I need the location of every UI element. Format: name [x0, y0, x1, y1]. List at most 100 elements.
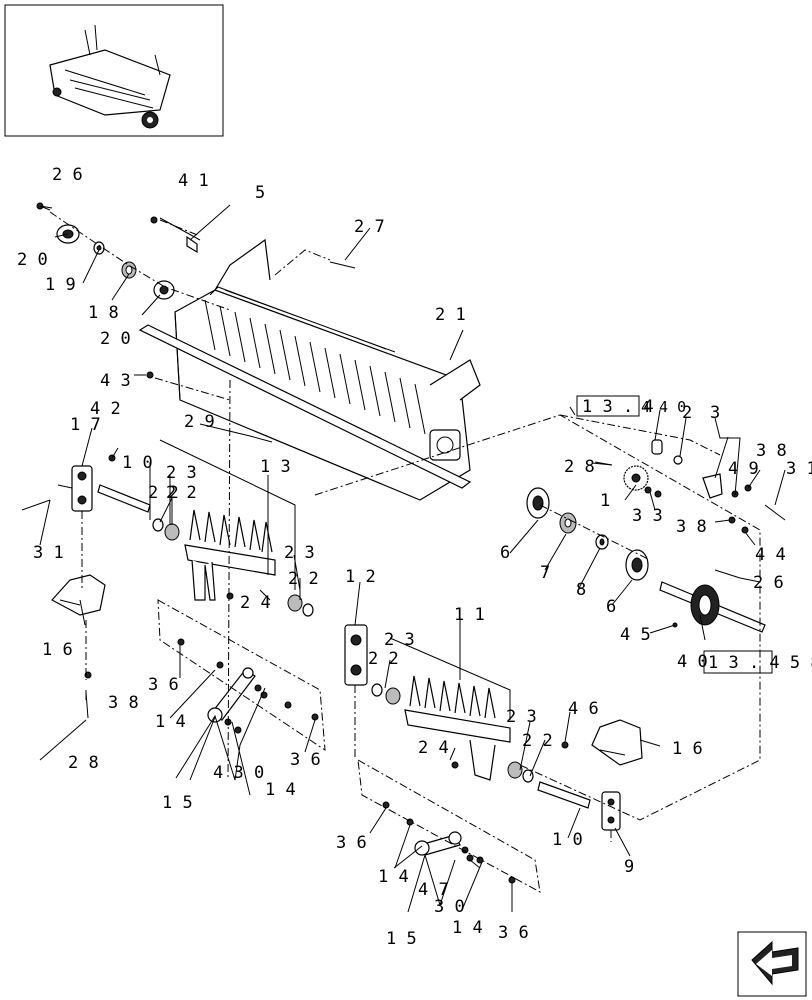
callout: 1 7	[70, 415, 101, 435]
shaft-10-left	[97, 484, 151, 513]
callout: 2 2	[288, 569, 319, 589]
callout-labels: 2 6 4 1 5 2 7 2 0 1 9 1 8 2 0 2 1 4 3 4 …	[17, 165, 812, 949]
callout: 7	[540, 563, 550, 583]
callout: 1 5	[162, 793, 193, 813]
callout: 2 0	[100, 329, 131, 349]
bearing-18	[121, 261, 137, 279]
tine-assembly-13	[152, 509, 314, 617]
nut-44	[741, 526, 749, 534]
sprocket-1	[623, 465, 649, 491]
callout: 2 4	[240, 593, 271, 613]
callout: 1 6	[672, 739, 703, 759]
callout: 2 7	[354, 217, 385, 237]
callout: 2 0	[17, 250, 48, 270]
callout: 2 8	[68, 753, 99, 773]
link-assembly-15-left	[177, 638, 319, 734]
machine-overview-thumbnail	[4, 4, 224, 137]
callout: 2 8	[564, 457, 595, 477]
cam-16-left	[51, 574, 106, 616]
bolt-29	[249, 435, 273, 443]
callout: 8	[576, 580, 586, 600]
callout: 3 8	[108, 693, 139, 713]
callout: 2	[682, 403, 692, 423]
callout: 1	[600, 491, 610, 511]
callout: 1 2	[345, 567, 376, 587]
callout: 3 0	[434, 897, 465, 917]
callout: 1 0	[122, 453, 153, 473]
callout: 6	[606, 597, 616, 617]
callout: 1 6	[42, 640, 73, 660]
callout: 2 6	[52, 165, 83, 185]
cross-bar	[138, 324, 472, 489]
bolt-31-left	[21, 499, 51, 511]
reference-prefix: 4 0	[677, 652, 708, 672]
callout: 1 5	[386, 929, 417, 949]
callout: 1 4	[378, 867, 409, 887]
callout: 4 6	[568, 699, 599, 719]
callout: 1 3	[260, 457, 291, 477]
reference-label: 1 3 . 4	[582, 397, 654, 417]
link-assembly-15-right	[382, 801, 516, 884]
callout: 6	[500, 543, 510, 563]
callout: 9	[624, 857, 634, 877]
callout: 3 8	[756, 441, 787, 461]
callout: 2 2	[368, 649, 399, 669]
nut-43	[146, 371, 154, 379]
callout: 3 6	[290, 750, 321, 770]
washer-2	[673, 455, 683, 465]
flange-6-upper	[526, 487, 550, 519]
reference-box-lower: 4 0 1 3 . 4 5 8	[677, 650, 812, 674]
previous-page-arrow-icon[interactable]	[737, 931, 807, 997]
callout: 4 2	[90, 399, 121, 419]
callout: 2 9	[184, 412, 215, 432]
spacer-40	[651, 439, 663, 455]
bracket-9	[601, 791, 621, 831]
shaft-10-right	[537, 781, 591, 809]
bolt-26-lower	[714, 569, 741, 579]
callout: 1 8	[88, 303, 119, 323]
callout: 1 9	[45, 275, 76, 295]
reference-label: 1 3 . 4 5 8	[708, 653, 812, 673]
callout: 3 6	[148, 675, 179, 695]
cam-16-right	[591, 719, 643, 766]
callout: 4 4	[755, 545, 786, 565]
callout: 4 5	[620, 625, 651, 645]
callout: 1 4	[452, 918, 483, 938]
bracket-5	[186, 235, 198, 254]
callout: 4 3 0	[213, 763, 264, 783]
callout: 5	[255, 183, 265, 203]
flange-20-lower	[153, 280, 175, 300]
callout: 4 7	[418, 880, 449, 900]
callout: 1 0	[552, 830, 583, 850]
callout: 2 2	[522, 731, 553, 751]
flange-6-lower	[625, 549, 649, 581]
callout: 3 1	[33, 543, 64, 563]
grate-teeth	[204, 286, 426, 435]
callout: 2 4	[418, 738, 449, 758]
drive-shaft	[659, 581, 766, 633]
callout: 1 4	[265, 780, 296, 800]
callout: 4 9	[728, 459, 759, 479]
nut-41	[150, 216, 158, 224]
callout: 3 6	[498, 923, 529, 943]
callout: 4 3	[100, 371, 131, 391]
callout: 2 1	[435, 305, 466, 325]
bracket-12	[344, 624, 368, 686]
callout: 2 3	[384, 630, 415, 650]
callout: 3 1	[786, 459, 812, 479]
callout: 3 3	[632, 506, 663, 526]
callout: 3	[710, 403, 720, 423]
bracket-17	[57, 465, 93, 512]
bracket-3	[702, 473, 723, 499]
pin-27	[329, 261, 356, 269]
callout: 4 1	[178, 171, 209, 191]
washer-8	[595, 534, 609, 550]
reference-box-upper: 1 3 . 4 4 4 0	[576, 395, 686, 417]
bearing-7	[559, 512, 577, 534]
nuts-33	[644, 486, 662, 498]
reference-suffix: 4 4 0	[641, 398, 686, 416]
bolt-31-right	[764, 504, 786, 521]
callout: 3 8	[676, 517, 707, 537]
callout: 1 4	[155, 712, 186, 732]
